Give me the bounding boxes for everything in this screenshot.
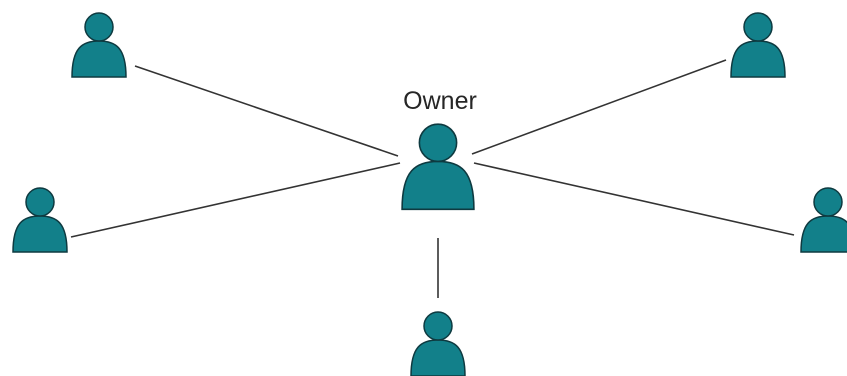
owner-label: Owner — [403, 87, 477, 115]
person-icon — [410, 311, 466, 376]
person-icon — [730, 12, 786, 78]
connectors — [70, 59, 795, 298]
connector-owner-top-right — [471, 59, 727, 155]
person-icon — [800, 187, 847, 253]
person-icon — [12, 187, 68, 253]
connector-owner-top-left — [134, 65, 399, 157]
owner-person-icon — [401, 123, 475, 211]
person-icon — [71, 12, 127, 78]
connector-owner-right — [473, 162, 795, 236]
connector-owner-left — [70, 162, 401, 238]
